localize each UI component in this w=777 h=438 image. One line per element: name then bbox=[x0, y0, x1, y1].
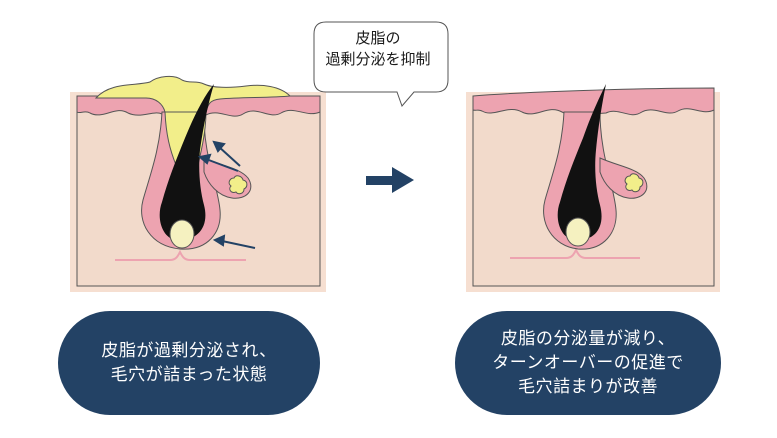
right-caption: 皮脂の分泌量が減り、 ターンオーバーの促進で 毛穴詰まりが改善 bbox=[455, 311, 721, 415]
right-sebum-droplet bbox=[624, 173, 644, 193]
left-caption-line-2: 毛穴が詰まった状態 bbox=[110, 365, 268, 385]
left-hair-bulb bbox=[169, 219, 195, 249]
bubble-line-2: 過剰分泌を抑制 bbox=[325, 50, 431, 68]
right-caption-line-2: ターンオーバーの促進で bbox=[492, 353, 684, 373]
speech-bubble-text: 皮脂の 過剰分泌を抑制 bbox=[313, 28, 443, 70]
transition-arrow-icon bbox=[366, 167, 414, 193]
right-hair-bulb bbox=[565, 217, 591, 247]
bubble-line-1: 皮脂の bbox=[355, 29, 401, 47]
right-skin-panel bbox=[466, 84, 720, 292]
right-caption-line-3: 毛穴詰まりが改善 bbox=[518, 377, 658, 397]
right-caption-line-1: 皮脂の分泌量が減り、 bbox=[500, 329, 676, 349]
left-bottom-fold-line bbox=[115, 249, 246, 261]
right-epidermis-layer bbox=[472, 87, 715, 116]
left-arrow-to-bulb bbox=[212, 234, 256, 249]
right-bottom-fold-line bbox=[510, 247, 640, 259]
left-sebum-droplet bbox=[228, 175, 248, 195]
left-caption: 皮脂が過剰分泌され、 毛穴が詰まった状態 bbox=[58, 311, 320, 415]
left-skin-panel bbox=[70, 75, 326, 292]
left-arrow-to-gland bbox=[197, 140, 241, 172]
right-hair-shaft bbox=[557, 84, 606, 241]
left-hair-shaft bbox=[159, 84, 214, 241]
left-caption-line-1: 皮脂が過剰分泌され、 bbox=[101, 341, 277, 361]
speech-bubble bbox=[313, 21, 449, 107]
